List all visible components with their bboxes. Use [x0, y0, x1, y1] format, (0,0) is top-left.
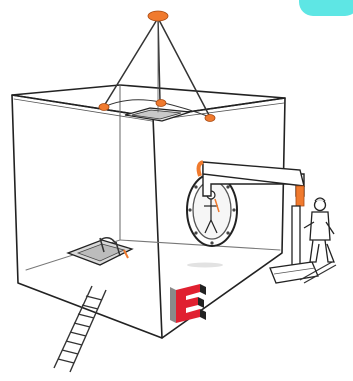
tripod-foot-right — [205, 115, 215, 122]
floor-shadow — [187, 263, 223, 268]
tripod-foot-middle — [156, 100, 166, 107]
tripod-head — [148, 11, 168, 21]
side-porthole — [187, 174, 237, 246]
attendant-worker — [304, 198, 334, 262]
tripod-foot-left — [99, 104, 109, 111]
tank-box — [12, 85, 285, 338]
bottom-hatch — [68, 238, 132, 265]
3e-logo — [170, 284, 206, 323]
